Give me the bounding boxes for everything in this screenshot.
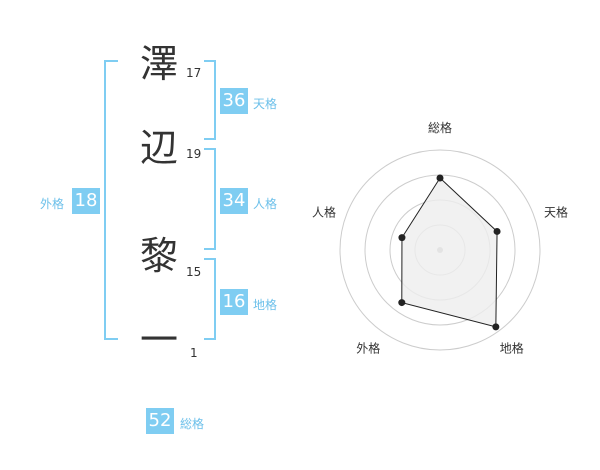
soukaku-value: 52 xyxy=(146,408,174,434)
gaikaku-value: 18 xyxy=(72,188,100,214)
radar-point-5 xyxy=(398,234,406,242)
chikaku-label: 地格 xyxy=(253,298,278,312)
stroke-count-1: 17 xyxy=(186,66,202,80)
tenkaku-label: 天格 xyxy=(253,97,278,111)
radar-point-1 xyxy=(436,174,444,182)
stroke-count-4: 1 xyxy=(190,346,198,360)
name-char-2: 辺 xyxy=(140,126,179,170)
name-char-4: 一 xyxy=(140,318,179,362)
jinkaku-value: 34 xyxy=(220,188,248,214)
radar-point-2 xyxy=(493,227,501,235)
radar-axis-label-3: 地格 xyxy=(500,341,524,356)
soukaku-label: 総格 xyxy=(180,417,205,431)
radar-ring xyxy=(339,149,541,351)
gaikaku-label: 外格 xyxy=(40,197,65,211)
radar-axis-label-5: 人格 xyxy=(312,204,336,219)
stroke-count-3: 15 xyxy=(186,265,202,279)
radar-point-4 xyxy=(398,299,406,307)
name-char-3: 黎 xyxy=(140,234,179,278)
chikaku-value: 16 xyxy=(220,289,248,315)
radar-axis-label-4: 外格 xyxy=(356,341,380,356)
gaikaku-bracket xyxy=(104,60,118,340)
stroke-count-2: 19 xyxy=(186,147,202,161)
radar-point-3 xyxy=(492,323,500,331)
name-char-1: 澤 xyxy=(140,42,179,86)
radar-polygon xyxy=(401,177,498,328)
tenkaku-value: 36 xyxy=(220,88,248,114)
radar-axis-label-1: 総格 xyxy=(428,120,452,135)
radar-axis-label-2: 天格 xyxy=(544,204,568,219)
jinkaku-label: 人格 xyxy=(253,197,278,211)
jinkaku-bracket xyxy=(204,148,216,250)
tenkaku-bracket xyxy=(204,60,216,140)
chikaku-bracket xyxy=(204,258,216,340)
